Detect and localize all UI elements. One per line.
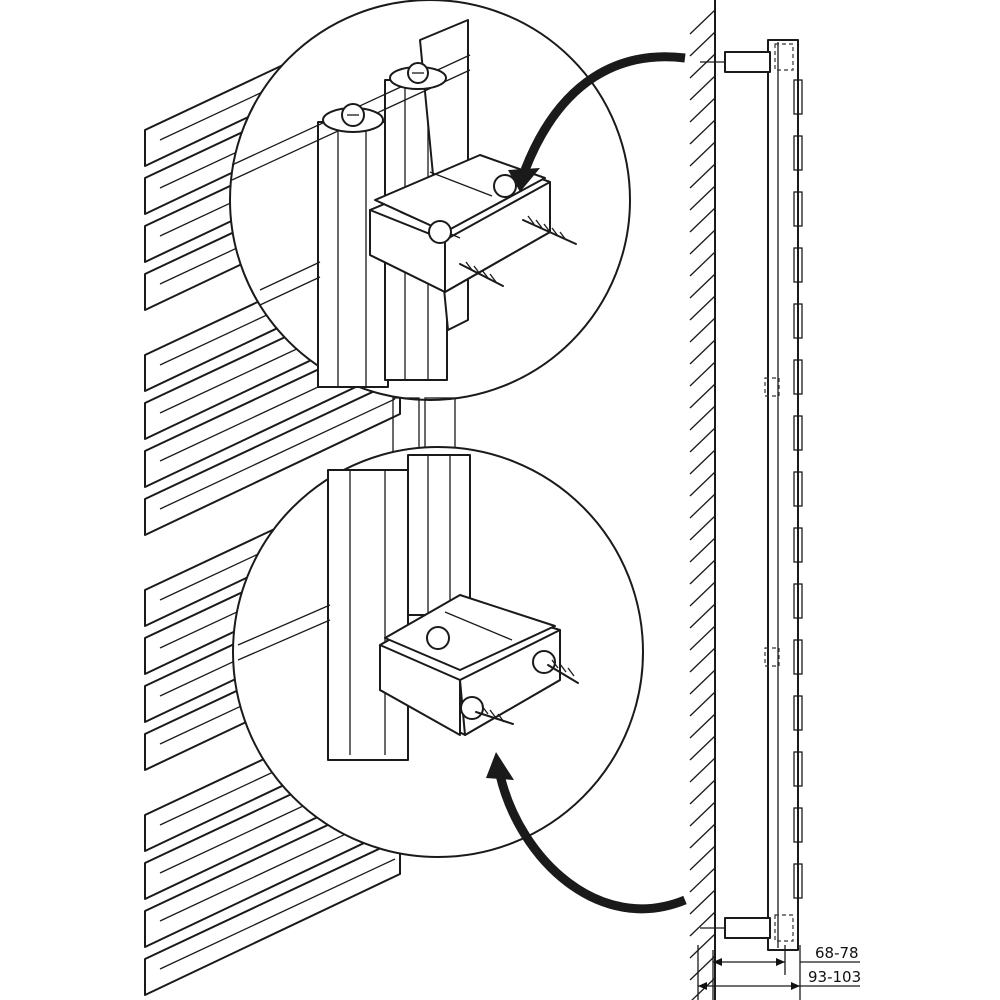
lower-detail-circle — [232, 446, 644, 858]
arrow-to-upper-bracket — [508, 52, 686, 192]
radiator-bar — [144, 378, 401, 536]
radiator-fin — [793, 751, 803, 787]
lower-radiator-tubes — [237, 454, 471, 761]
upper-detail-circle — [229, 0, 631, 401]
radiator-side-view — [700, 39, 803, 951]
radiator-fin — [793, 415, 803, 451]
radiator-fin — [793, 303, 803, 339]
radiator-fin — [793, 863, 803, 899]
radiator-bar — [144, 838, 401, 996]
radiator-fin — [793, 247, 803, 283]
radiator-fin — [793, 807, 803, 843]
dimension-label-93-103: 93-103 — [808, 968, 861, 986]
radiator-fin — [793, 359, 803, 395]
upper-cap-bolts — [322, 62, 447, 133]
wall-section — [689, 0, 716, 1000]
lower-bracket — [379, 594, 561, 736]
radiator-fin — [793, 135, 803, 171]
radiator-fin — [793, 583, 803, 619]
radiator-fin — [793, 695, 803, 731]
dimension-lines: 68-78 93-103 — [697, 944, 861, 1000]
radiator-fin — [793, 527, 803, 563]
top-wall-bracket — [700, 43, 794, 73]
radiator-fin — [793, 191, 803, 227]
lower-screws — [426, 626, 579, 725]
upper-screws — [428, 174, 577, 287]
radiator-fin — [793, 471, 803, 507]
radiator-fin — [793, 79, 803, 115]
arrow-to-lower-bracket — [486, 752, 687, 914]
bottom-wall-bracket — [700, 914, 794, 942]
dimension-label-68-78: 68-78 — [815, 944, 859, 962]
radiator-fin — [793, 639, 803, 675]
